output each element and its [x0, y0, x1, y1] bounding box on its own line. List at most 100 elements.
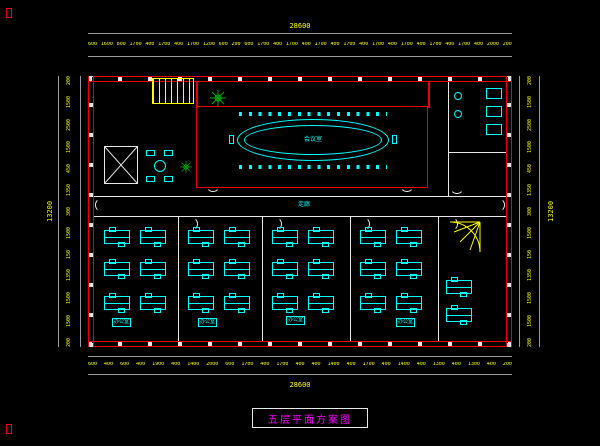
dim-value: 2500: [65, 118, 72, 131]
dim-value: 600: [88, 42, 98, 47]
desk-cluster-icon: [224, 227, 250, 247]
dimension-total-left: 13200: [46, 200, 54, 223]
desk-cluster-icon: [446, 305, 472, 325]
dim-value: 450: [526, 164, 533, 174]
washroom-partition: [448, 152, 506, 153]
dim-value: 400: [416, 362, 426, 367]
dim-value: 1700: [343, 42, 356, 47]
dim-value: 400: [136, 362, 146, 367]
toilet-stall-icon: [486, 106, 502, 117]
dim-value: 200: [65, 76, 72, 86]
dim-value: 400: [104, 362, 114, 367]
desk-cluster-icon: [104, 293, 130, 313]
dim-value: 1400: [327, 362, 340, 367]
spiral-stair-icon: [446, 220, 482, 260]
door-arc-icon: [450, 180, 464, 194]
desk-cluster-icon: [104, 227, 130, 247]
dim-value: 1500: [526, 292, 533, 305]
desk-cluster-icon: [188, 227, 214, 247]
desk-cluster-icon: [308, 293, 334, 313]
plant-icon: [210, 90, 226, 110]
corner-marker: [6, 424, 12, 434]
interior-wall: [196, 82, 198, 108]
desk-cluster-icon: [360, 227, 386, 247]
drawing-title: 五层平面方案图: [268, 414, 352, 426]
dim-value: 1500: [526, 315, 533, 328]
sofa-icon: [146, 176, 155, 182]
door-arc-icon: [356, 217, 370, 231]
dim-value: 400: [330, 42, 340, 47]
dim-value: 1400: [397, 362, 410, 367]
office-partition: [438, 217, 439, 341]
dim-value: 1500: [526, 141, 533, 154]
dimension-line: [539, 76, 540, 347]
dim-value: 400: [171, 362, 181, 367]
desk-cluster-icon: [396, 227, 422, 247]
dimension-total-bottom: 28600: [289, 381, 311, 389]
conference-room: 会议室: [196, 106, 428, 188]
dim-value: 300: [526, 206, 533, 216]
dim-value: 400: [273, 42, 283, 47]
dim-value: 800: [116, 42, 126, 47]
dim-value: 600: [225, 362, 235, 367]
dim-value: 1350: [65, 184, 72, 197]
dimension-line: [80, 76, 81, 347]
dim-value: 400: [301, 42, 311, 47]
dimension-total-right: 13200: [547, 200, 555, 223]
office-partition: [262, 217, 263, 341]
dim-value: 150: [526, 249, 533, 259]
stair-icon: [152, 78, 194, 104]
dim-value: 1700: [257, 42, 270, 47]
dim-value: 400: [346, 362, 356, 367]
dim-value: 2000: [486, 42, 499, 47]
dim-value: 1700: [429, 42, 442, 47]
room-label: 办公室: [396, 318, 416, 327]
dim-value: 1700: [285, 42, 298, 47]
desk-cluster-icon: [446, 277, 472, 297]
dim-value: 1300: [432, 362, 445, 367]
dim-value: 400: [311, 362, 321, 367]
desk-cluster-icon: [140, 227, 166, 247]
door-arc-icon: [491, 198, 505, 212]
office-partition: [350, 217, 351, 341]
corridor-label: 走廊: [298, 201, 311, 208]
sofa-icon: [146, 150, 155, 156]
desk-cluster-icon: [396, 259, 422, 279]
dim-value: 200: [502, 42, 512, 47]
chair-row-icon: [239, 112, 387, 116]
coffee-table-icon: [154, 160, 166, 172]
dimension-line: [88, 56, 512, 57]
dim-value: 200: [502, 362, 512, 367]
dim-value: 600: [120, 362, 130, 367]
dim-value: 600: [88, 362, 98, 367]
dim-value: 1700: [314, 42, 327, 47]
desk-cluster-icon: [224, 259, 250, 279]
desk-cluster-icon: [360, 259, 386, 279]
dimension-line: [519, 76, 520, 347]
dim-value: 1700: [158, 42, 171, 47]
desk-cluster-icon: [272, 227, 298, 247]
dim-value: 400: [486, 362, 496, 367]
desk-cluster-icon: [140, 293, 166, 313]
dim-value: 400: [445, 42, 455, 47]
corridor-wall-line: [94, 216, 506, 217]
dim-value: 1700: [186, 42, 199, 47]
door-arc-icon: [400, 178, 414, 192]
dim-value: 1500: [65, 315, 72, 328]
dim-value: 1500: [65, 141, 72, 154]
dim-value: 150: [65, 249, 72, 259]
dim-value: 400: [451, 362, 461, 367]
dim-value: 1500: [65, 292, 72, 305]
dim-value: 400: [359, 42, 369, 47]
dim-value: 2000: [206, 362, 219, 367]
dimension-line: [88, 374, 512, 375]
corner-marker: [6, 8, 12, 18]
sink-icon: [454, 110, 462, 118]
dim-value: 1700: [241, 362, 254, 367]
desk-cluster-icon: [224, 293, 250, 313]
conference-room-label: 会议室: [303, 136, 322, 143]
toilet-stall-icon: [486, 88, 502, 99]
